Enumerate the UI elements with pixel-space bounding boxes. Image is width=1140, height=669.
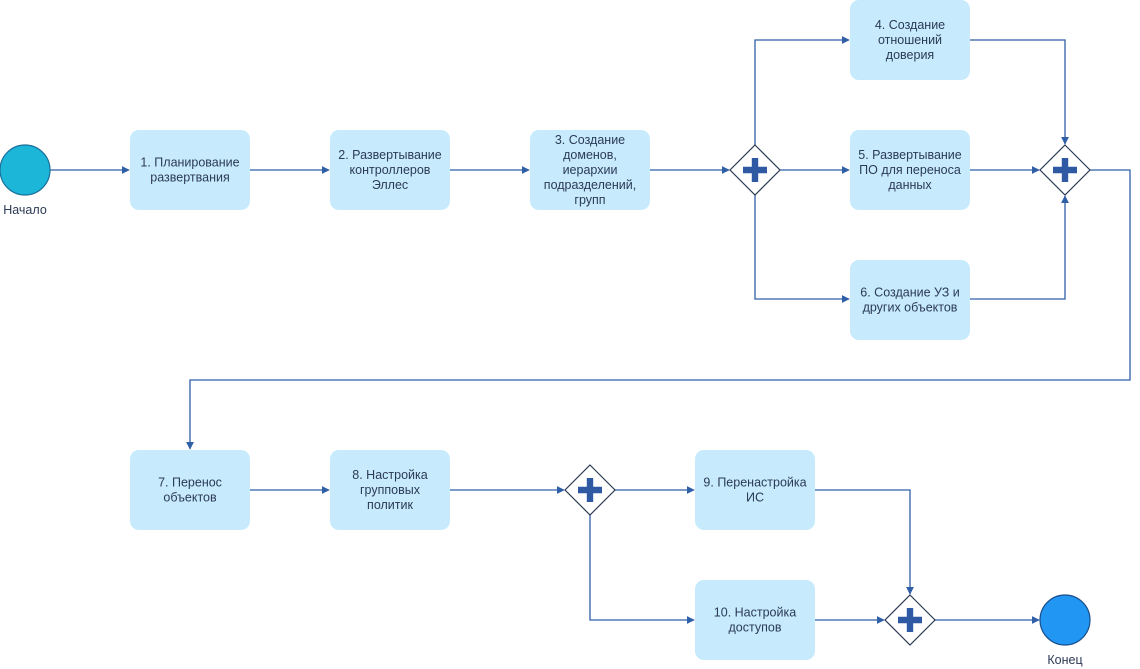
task-label-line: 4. Создание bbox=[875, 18, 945, 32]
task-box bbox=[130, 450, 250, 530]
task-label-line: отношений bbox=[878, 33, 942, 47]
task-label-line: объектов bbox=[163, 491, 217, 505]
plus-icon bbox=[578, 478, 602, 502]
task-box bbox=[330, 130, 450, 210]
task-box bbox=[850, 260, 970, 340]
task-label-line: данных bbox=[888, 178, 932, 192]
end-event-circle bbox=[1039, 594, 1091, 646]
task-box bbox=[695, 450, 815, 530]
task-label-line: 7. Перенос bbox=[158, 476, 222, 490]
task-label-line: иерархии bbox=[563, 163, 618, 177]
edge-g1-to-t6 bbox=[754, 195, 850, 303]
edge-g3-to-t10 bbox=[589, 515, 695, 624]
task-label-line: 10. Настройка bbox=[714, 606, 796, 620]
task-label-line: групповых bbox=[360, 483, 421, 497]
task-label-line: групп bbox=[574, 193, 605, 207]
task-label-line: доменов, bbox=[563, 148, 617, 162]
task-label-line: доступов bbox=[729, 621, 782, 635]
edge-t6-to-g2 bbox=[970, 195, 1069, 300]
task-label-line: 8. Настройка bbox=[352, 468, 427, 482]
task-box bbox=[695, 580, 815, 660]
start-event: Начало bbox=[0, 144, 51, 217]
end-event: Конец bbox=[1039, 594, 1091, 667]
task-label-line: 3. Создание bbox=[555, 133, 625, 147]
task-box bbox=[850, 0, 970, 80]
edge-t4-to-g2 bbox=[970, 39, 1069, 145]
parallel-gateway-g1 bbox=[729, 144, 781, 196]
task-label-line: Эллес bbox=[372, 178, 408, 192]
edge-g2-to-t7 bbox=[186, 169, 1131, 450]
task-box bbox=[130, 130, 250, 210]
task-box bbox=[530, 130, 650, 210]
task-label-line: 5. Развертывание bbox=[858, 148, 962, 162]
task-label-line: политик bbox=[367, 498, 413, 512]
start-event-circle bbox=[0, 144, 51, 196]
task-label-line: 1. Планирование bbox=[140, 156, 239, 170]
task-box bbox=[850, 130, 970, 210]
task-label-line: 9. Перенастройка bbox=[703, 476, 806, 490]
edges bbox=[50, 36, 1131, 624]
plus-icon bbox=[1053, 158, 1077, 182]
parallel-gateway-g3 bbox=[564, 464, 616, 516]
plus-icon bbox=[898, 608, 922, 632]
gateways bbox=[564, 144, 1091, 646]
task-label-line: контроллеров bbox=[350, 163, 431, 177]
edge-g1-to-t4 bbox=[754, 36, 850, 145]
task-label-line: подразделений, bbox=[544, 178, 636, 192]
end-event-label: Конец bbox=[1047, 653, 1082, 667]
parallel-gateway-g2 bbox=[1039, 144, 1091, 196]
edge-t9-to-g4 bbox=[815, 489, 914, 595]
plus-icon bbox=[743, 158, 767, 182]
task-label-line: 2. Развертывание bbox=[338, 148, 442, 162]
task-label-line: ИС bbox=[746, 491, 764, 505]
task-label-line: 6. Создание УЗ и bbox=[860, 286, 959, 300]
start-event-label: Начало bbox=[3, 203, 47, 217]
task-box bbox=[330, 450, 450, 530]
task-label-line: доверия bbox=[886, 48, 934, 62]
task-label-line: развертвания bbox=[150, 171, 229, 185]
task-label-line: других объектов bbox=[863, 301, 958, 315]
task-label-line: ПО для переноса bbox=[859, 163, 961, 177]
parallel-gateway-g4 bbox=[884, 594, 936, 646]
